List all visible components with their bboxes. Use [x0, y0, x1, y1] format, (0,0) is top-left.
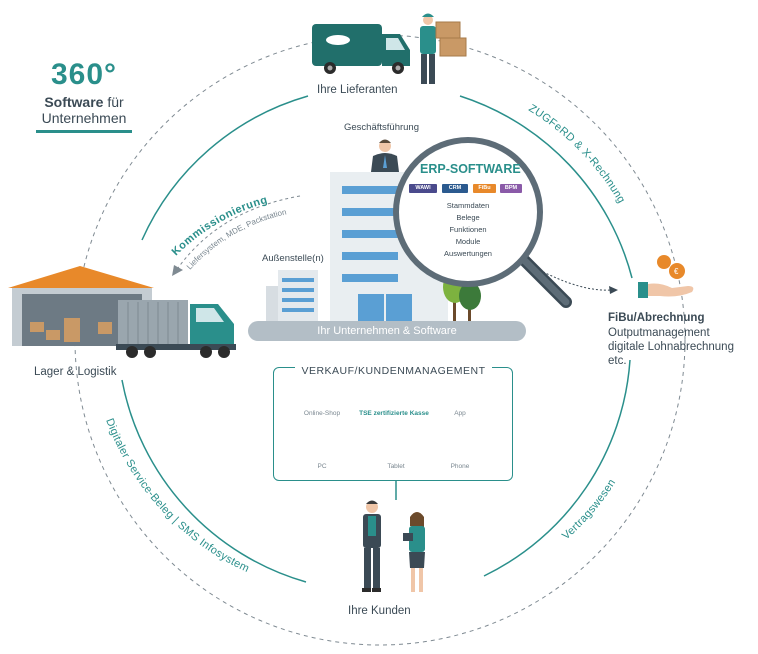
badge-word-rest: für: [107, 94, 124, 110]
fibu-line-payroll: digitale Lohnabrechnung: [608, 341, 734, 353]
fibu-line-etc: etc.: [608, 355, 627, 367]
fibu-block: FiBu/Abrechnung Outputmanagement digital…: [608, 308, 734, 368]
management-label: Geschäftsführung: [344, 122, 419, 133]
device-label-pc: PC: [317, 463, 327, 470]
arc-top-left: [141, 95, 309, 241]
erp-item-auswertungen: Auswertungen: [444, 249, 492, 258]
coins-hand-icon: €: [638, 255, 694, 298]
courier-person-icon: [420, 13, 467, 84]
badge-360: 360° Software für Unternehmen: [34, 58, 134, 133]
service-label: Digitaler Service-Beleg | SMS Infosystem: [103, 417, 251, 575]
svg-text:€: €: [674, 267, 679, 276]
fibu-arrow-head: [609, 286, 618, 294]
commissioning-arrow-head: [172, 265, 183, 276]
customer-woman-icon: [403, 512, 425, 592]
company-bar: [248, 321, 526, 341]
customer-man-icon: [362, 500, 381, 592]
svg-text:Digitaler Service-Beleg | SM: Digitaler Service-Beleg | SMS Infosystem: [103, 417, 251, 575]
supplier-truck-icon: [312, 24, 410, 74]
badge-word-bold: Software: [44, 94, 104, 110]
sales-title-wrap: VERKAUF/KUNDENMANAGEMENT: [273, 361, 514, 379]
magnifier-icon: [393, 137, 572, 308]
erp-chip-wawi: WAWI: [409, 184, 437, 193]
erp-item-stammdaten: Stammdaten: [446, 201, 490, 210]
badge-number: 360°: [50, 58, 118, 91]
device-label-cash-register: TSE zertifizierte Kasse: [359, 410, 429, 417]
badge-line3: Unternehmen: [41, 110, 127, 126]
arc-top-right: [459, 95, 633, 279]
device-label-online-shop: Online-Shop: [303, 410, 341, 417]
branch-label: Außenstelle(n): [262, 253, 324, 264]
device-label-phone: Phone: [450, 463, 470, 470]
erp-item-belege: Belege: [456, 213, 480, 222]
fibu-line-output: Outputmanagement: [608, 327, 710, 339]
erp-title: ERP-SOFTWARE: [420, 162, 521, 176]
sales-title: VERKAUF/KUNDENMANAGEMENT: [295, 365, 492, 377]
badge-underline: [36, 130, 132, 133]
erp-chip-crm: CRM: [442, 184, 468, 193]
sales-box: [273, 367, 513, 481]
logistics-label: Lager & Logistik: [34, 366, 117, 378]
zugferd-label: ZUGFeRD & X-Rechnung: [526, 102, 627, 205]
commissioning-arrow-path: [177, 195, 301, 269]
device-label-app: App: [454, 410, 466, 417]
erp-item-module: Module: [455, 237, 481, 246]
svg-text:ZUGFeRD & X-Rechnung: ZUGFeRD & X-Rechnung: [526, 102, 627, 205]
fibu-title: FiBu/Abrechnung: [608, 312, 705, 324]
branch-building-icon: [266, 270, 318, 322]
customers-label: Ihre Kunden: [348, 605, 411, 617]
erp-chip-fibu: FiBu: [473, 184, 496, 193]
device-label-tablet: Tablet: [387, 463, 405, 470]
arc-bottom-right: [483, 359, 631, 577]
outer-dashed-circle: [74, 34, 686, 646]
arc-bottom-left: [121, 379, 307, 583]
logistics-truck-icon: [116, 300, 236, 358]
erp-chip-bpm: BPM: [500, 184, 522, 193]
manager-person-icon: [371, 139, 399, 172]
company-bar-label: Ihr Unternehmen & Software: [317, 325, 457, 337]
suppliers-label: Ihre Lieferanten: [317, 84, 398, 96]
erp-item-funktionen: Funktionen: [449, 225, 487, 234]
